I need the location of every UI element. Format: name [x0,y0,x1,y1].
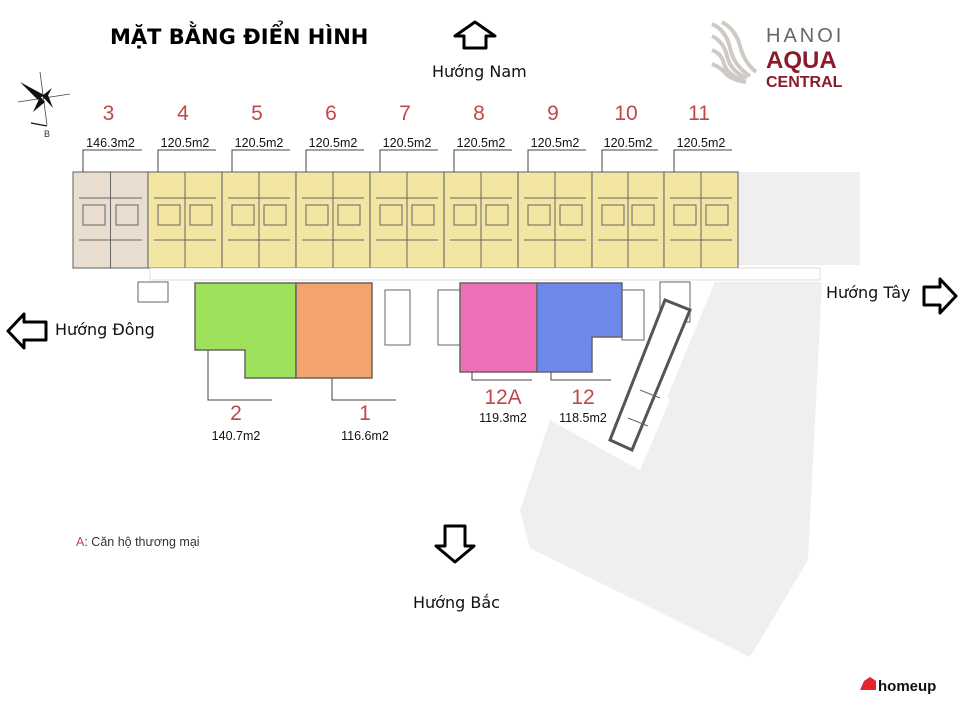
east-arrow-icon [6,312,48,350]
legend-key: A [76,535,85,549]
unit-number: 12 [571,386,594,409]
unit-area: 120.5m2 [457,136,506,150]
unit-area: 146.3m2 [86,136,135,150]
unit-9[interactable]: 9 120.5m2 [517,102,593,269]
unit-6[interactable]: 6 120.5m2 [295,102,371,269]
unit-area: 118.5m2 [559,411,607,425]
south-arrow-icon [453,20,497,50]
unit-8[interactable]: 8 120.5m2 [443,102,519,269]
unit-2[interactable]: 2 140.7m2 [194,282,297,443]
unit-number: 10 [614,102,637,125]
direction-north: Hướng Bắc [413,593,500,612]
unit-3[interactable]: 3 146.3m2 [72,102,149,269]
unit-number: 6 [325,102,337,125]
unit-area: 120.5m2 [383,136,432,150]
corridor [149,267,821,281]
core-stairs [137,281,692,453]
page-title: MẶT BẰNG ĐIỂN HÌNH [110,21,368,49]
unit-number: 1 [359,402,371,425]
legend-text: : Căn hộ thương mại [84,535,199,549]
unit-area: 120.5m2 [161,136,210,150]
unit-number: 11 [688,102,710,125]
top-units: 3 146.3m2 4 120.5m2 5 120.5m2 6 120.5m2 7 120.5m2… [72,102,821,281]
homeup-watermark: homeup [860,677,936,695]
unit-number: 12A [484,386,521,409]
compass-icon: B [17,71,71,139]
hanoi-aqua-central-logo: HANOI AQUA CENTRAL [711,20,844,91]
unit-shape[interactable] [536,282,623,373]
svg-text:HANOI: HANOI [766,25,844,47]
unit-number: 5 [251,102,263,125]
legend: A: Căn hộ thương mại [76,535,200,549]
unit-number: 9 [547,102,559,125]
unit-1[interactable]: 1 116.6m2 [295,282,396,443]
unit-4[interactable]: 4 120.5m2 [147,102,223,269]
unit-10[interactable]: 10 120.5m2 [591,102,665,269]
unit-shape[interactable] [295,282,373,379]
unit-number: 7 [399,102,411,125]
unit-shape[interactable] [459,282,538,373]
unit-number: 8 [473,102,485,125]
unit-area: 140.7m2 [212,429,261,443]
unit-shape[interactable] [194,282,297,379]
unit-area: 120.5m2 [235,136,284,150]
svg-text:AQUA: AQUA [766,47,837,74]
direction-west: Hướng Tây [826,283,911,302]
unit-area: 120.5m2 [531,136,580,150]
unit-number: 2 [230,402,242,425]
north-arrow-icon [434,524,476,564]
unit-number: 3 [103,102,115,125]
direction-east: Hướng Đông [55,320,155,339]
unit-11[interactable]: 11 120.5m2 [663,102,739,269]
compass-label: B [44,129,50,139]
unit-7[interactable]: 7 120.5m2 [369,102,445,269]
unit-area: 120.5m2 [604,136,653,150]
unit-area: 119.3m2 [479,411,527,425]
unit-5[interactable]: 5 120.5m2 [221,102,297,269]
unit-area: 116.6m2 [341,429,389,443]
unit-12[interactable]: 12 118.5m2 [536,282,623,425]
west-arrow-icon [922,277,958,315]
direction-south: Hướng Nam [432,62,527,81]
unit-area: 120.5m2 [309,136,358,150]
unit-number: 4 [177,102,189,125]
svg-text:CENTRAL: CENTRAL [766,74,843,91]
unit-area: 120.5m2 [677,136,726,150]
svg-text:homeup: homeup [878,678,936,695]
unit-12A[interactable]: 12A 119.3m2 [459,282,538,425]
bottom-units: 2 140.7m2 1 116.6m2 12A 119.3m2 12 118.5m2 [194,282,623,443]
